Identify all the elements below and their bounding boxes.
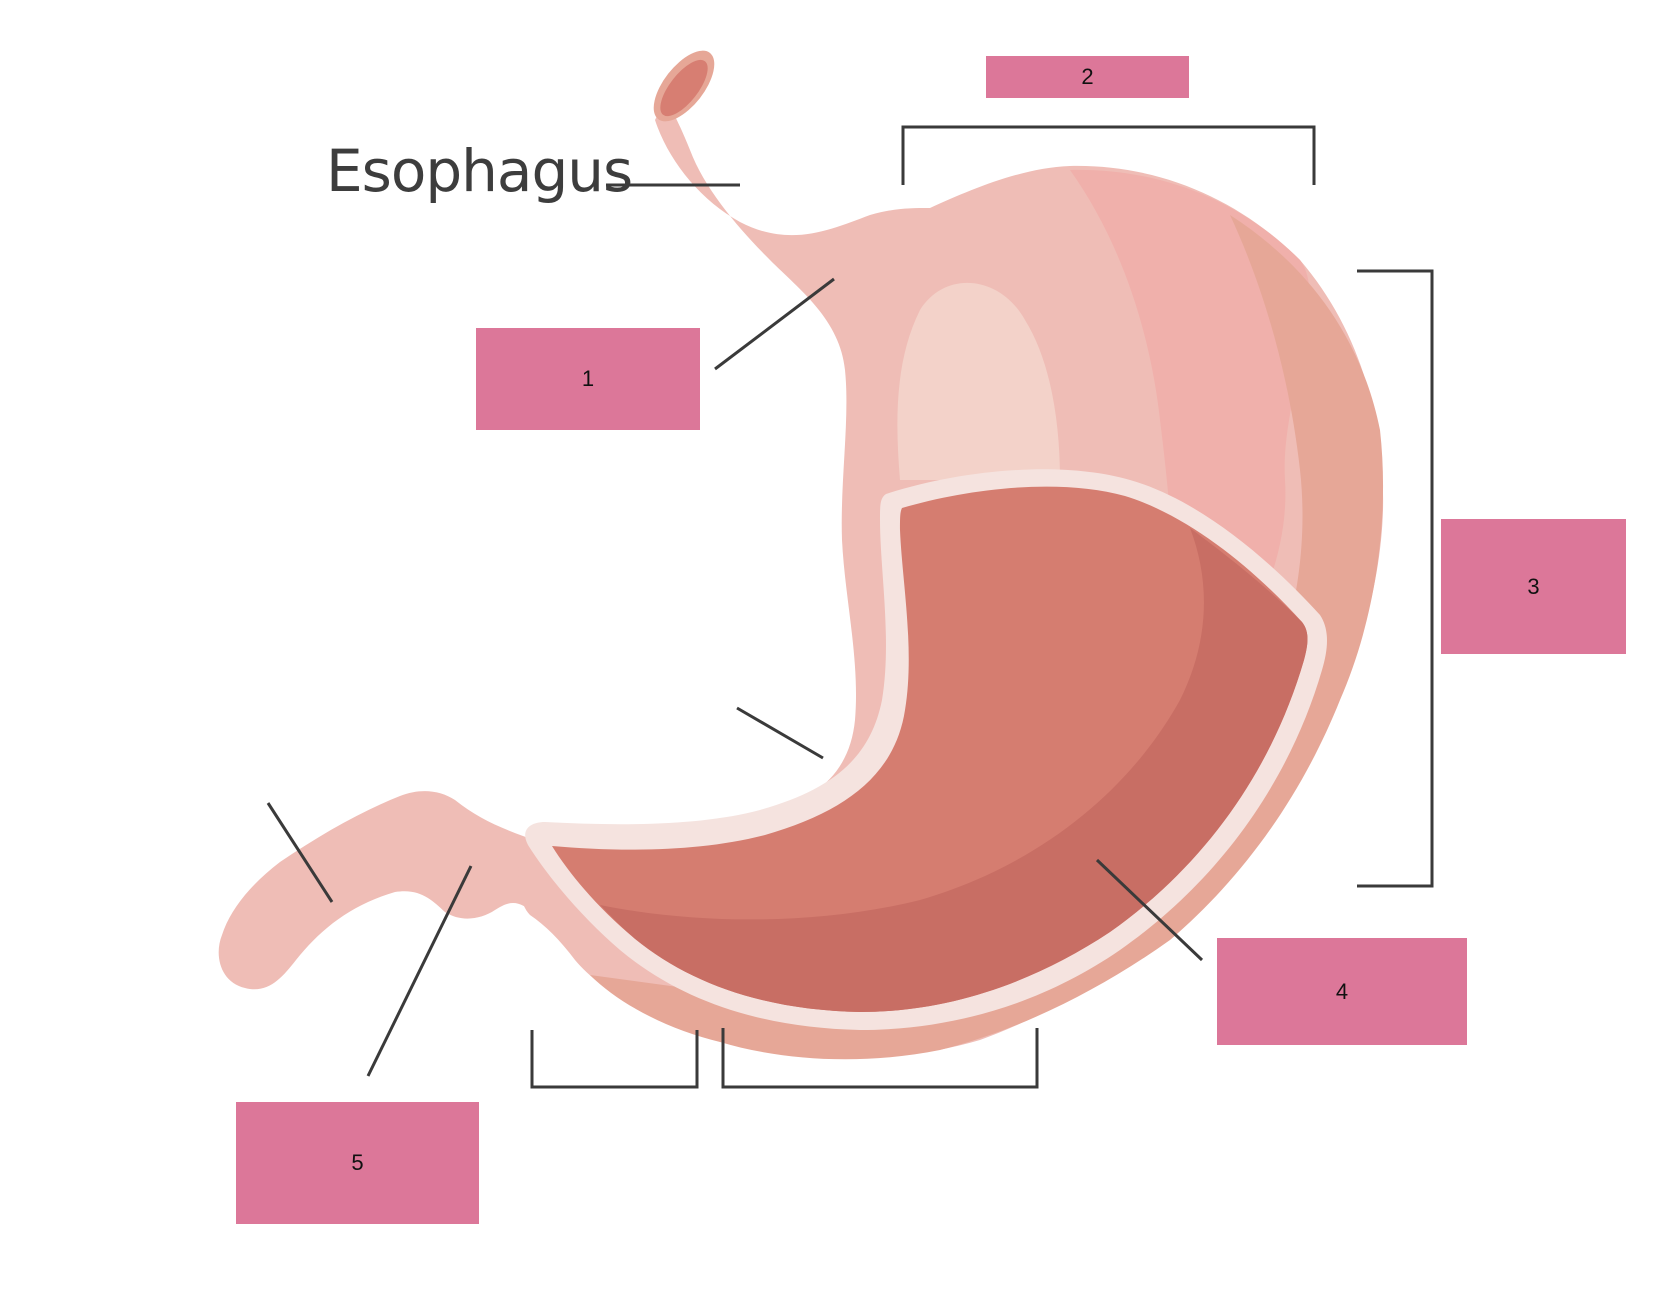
leader-line-duodenum bbox=[266, 802, 334, 903]
esophagus-lumen bbox=[660, 59, 708, 117]
label-box-5-number: 5 bbox=[351, 1150, 364, 1175]
esophagus-label: Esophagus bbox=[326, 137, 633, 205]
label-box-2[interactable]: 2 bbox=[986, 56, 1189, 98]
leader-lines bbox=[266, 125, 1434, 1089]
label-box-4[interactable]: 4 bbox=[1217, 938, 1467, 1045]
leader-line-lesser-curvature bbox=[736, 706, 824, 760]
label-box-1-number: 1 bbox=[581, 366, 595, 391]
bracket-bottom-right bbox=[721, 1028, 1039, 1089]
label-box-1[interactable]: 1 bbox=[476, 328, 700, 430]
label-box-3-number: 3 bbox=[1527, 573, 1540, 599]
label-box-5[interactable]: 5 bbox=[236, 1102, 479, 1224]
leader-line-4 bbox=[1095, 858, 1204, 962]
leader-line-1 bbox=[714, 277, 835, 371]
label-box-4-number: 4 bbox=[1335, 978, 1349, 1004]
label-box-2-number: 2 bbox=[1081, 64, 1094, 89]
bracket-right bbox=[1357, 269, 1434, 888]
duodenum bbox=[218, 791, 560, 990]
leader-line-5 bbox=[366, 865, 473, 1077]
bracket-top bbox=[901, 125, 1316, 185]
bracket-bottom-left bbox=[530, 1030, 699, 1089]
stomach-highlight bbox=[897, 282, 1060, 480]
label-box-3[interactable]: 3 bbox=[1441, 519, 1626, 654]
